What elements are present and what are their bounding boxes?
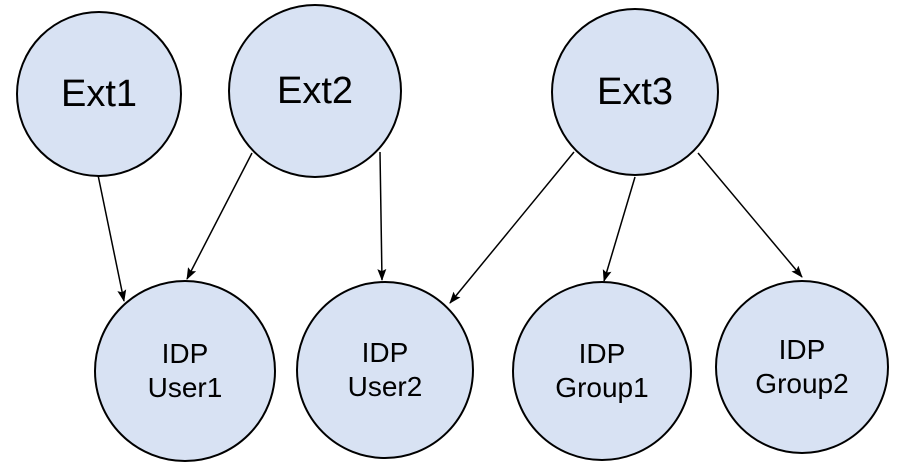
node-label-idp-user2: IDP User2 [347, 336, 423, 402]
node-idp-user2: IDP User2 [296, 281, 474, 459]
node-label-idp-user1: IDP User1 [147, 337, 223, 403]
node-idp-user1: IDP User1 [94, 280, 276, 462]
node-label-ext3: Ext3 [596, 70, 674, 113]
node-label-ext2: Ext2 [276, 69, 354, 112]
node-ext2: Ext2 [228, 4, 402, 178]
node-ext3: Ext3 [551, 8, 719, 176]
node-label-idp-group2: IDP Group2 [755, 333, 849, 399]
node-label-ext1: Ext1 [60, 72, 138, 115]
node-ext1: Ext1 [16, 11, 182, 177]
node-label-idp-group1: IDP Group1 [555, 337, 649, 403]
node-idp-group1: IDP Group1 [512, 281, 692, 461]
node-idp-group2: IDP Group2 [715, 280, 889, 454]
